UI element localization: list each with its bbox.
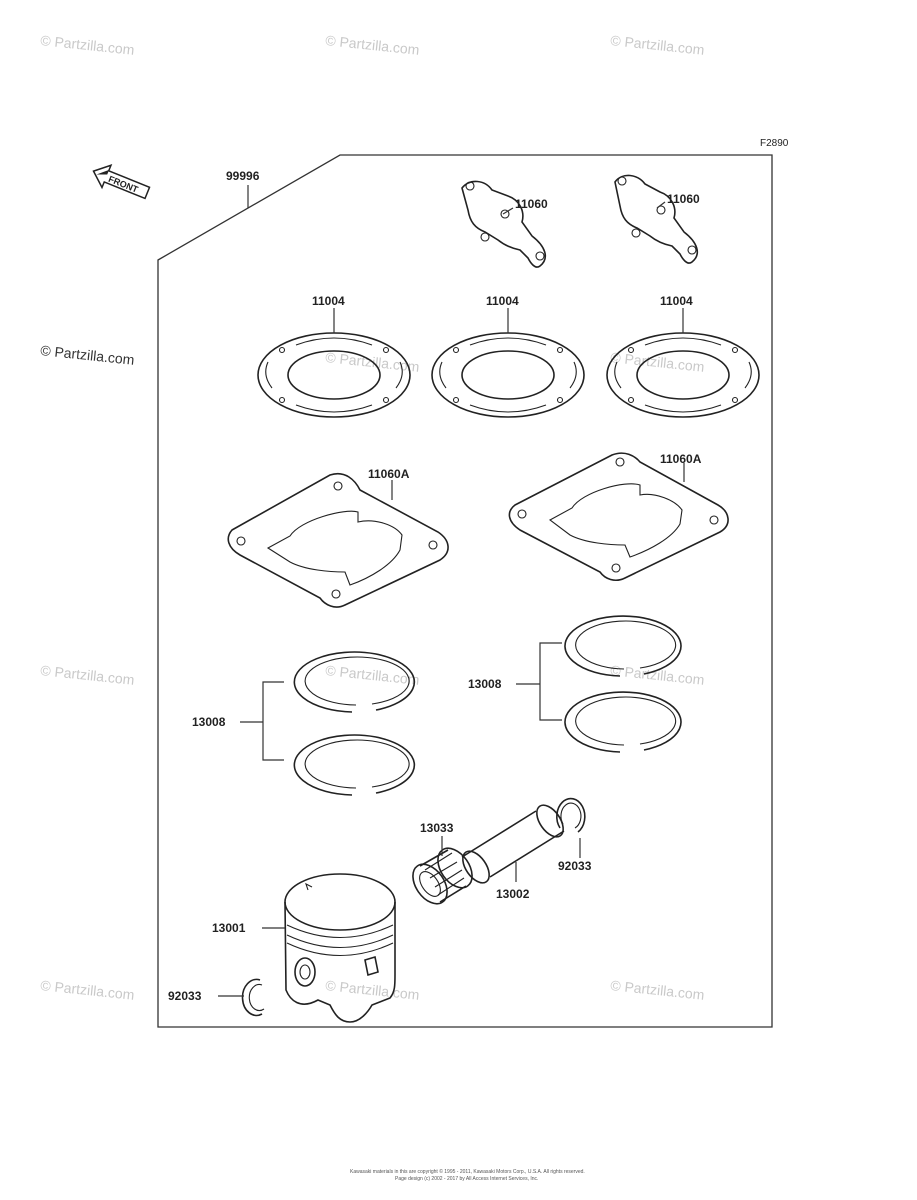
label-11060-b: 11060 bbox=[667, 192, 700, 206]
small-gasket-2 bbox=[614, 174, 699, 264]
label-13008-left: 13008 bbox=[192, 715, 226, 729]
snap-ring-lower bbox=[241, 978, 265, 1017]
front-arrow-icon: FRONT bbox=[92, 164, 151, 200]
footer-design: Page design (c) 2002 - 2017 by All Acces… bbox=[395, 1176, 538, 1182]
label-11060-a: 11060 bbox=[515, 197, 548, 211]
label-92033-lower: 92033 bbox=[168, 989, 202, 1003]
figure-code: F2890 bbox=[760, 138, 789, 149]
piston-rings-left bbox=[293, 651, 416, 796]
small-gasket-1 bbox=[461, 180, 547, 268]
label-11004-2: 11004 bbox=[486, 294, 519, 308]
kit-frame bbox=[157, 154, 773, 1028]
label-13002: 13002 bbox=[496, 887, 530, 901]
label-11004-1: 11004 bbox=[312, 294, 345, 308]
head-gasket-2 bbox=[431, 332, 585, 418]
label-92033-upper: 92033 bbox=[558, 859, 592, 873]
watermark: © Partzilla.com bbox=[610, 977, 705, 1003]
watermark: © Partzilla.com bbox=[40, 662, 135, 688]
bracket-13008-left bbox=[240, 681, 284, 761]
kit-label: 99996 bbox=[226, 169, 260, 183]
watermark-main: © Partzilla.com bbox=[40, 342, 135, 368]
snap-ring-upper bbox=[556, 797, 586, 833]
label-11060a-2: 11060A bbox=[660, 452, 702, 466]
label-13008-right: 13008 bbox=[468, 677, 502, 691]
piston-rings-right bbox=[564, 615, 682, 753]
head-gasket-3 bbox=[606, 332, 760, 418]
watermark: © Partzilla.com bbox=[610, 662, 705, 688]
piston bbox=[284, 873, 396, 1023]
watermark: © Partzilla.com bbox=[610, 32, 705, 58]
watermarks: © Partzilla.com © Partzilla.com © Partzi… bbox=[40, 32, 705, 1003]
watermark: © Partzilla.com bbox=[40, 977, 135, 1003]
label-11060a-1: 11060A bbox=[368, 467, 410, 481]
leader-11060-b bbox=[656, 201, 666, 209]
head-gasket-1 bbox=[257, 332, 411, 418]
label-13033: 13033 bbox=[420, 821, 454, 835]
watermark: © Partzilla.com bbox=[325, 32, 420, 58]
base-gasket-2 bbox=[508, 452, 729, 581]
piston-pin bbox=[461, 804, 565, 884]
bracket-13008-right bbox=[516, 642, 562, 721]
label-13001: 13001 bbox=[212, 921, 246, 935]
leader-11060-a bbox=[502, 207, 514, 215]
watermark: © Partzilla.com bbox=[610, 349, 705, 375]
label-11004-3: 11004 bbox=[660, 294, 693, 308]
watermark: © Partzilla.com bbox=[40, 32, 135, 58]
footer-copyright: Kawasaki materials in this are copyright… bbox=[350, 1168, 585, 1175]
needle-bearing bbox=[412, 847, 473, 905]
watermark: © Partzilla.com bbox=[325, 977, 420, 1003]
base-gasket-1 bbox=[227, 472, 449, 608]
